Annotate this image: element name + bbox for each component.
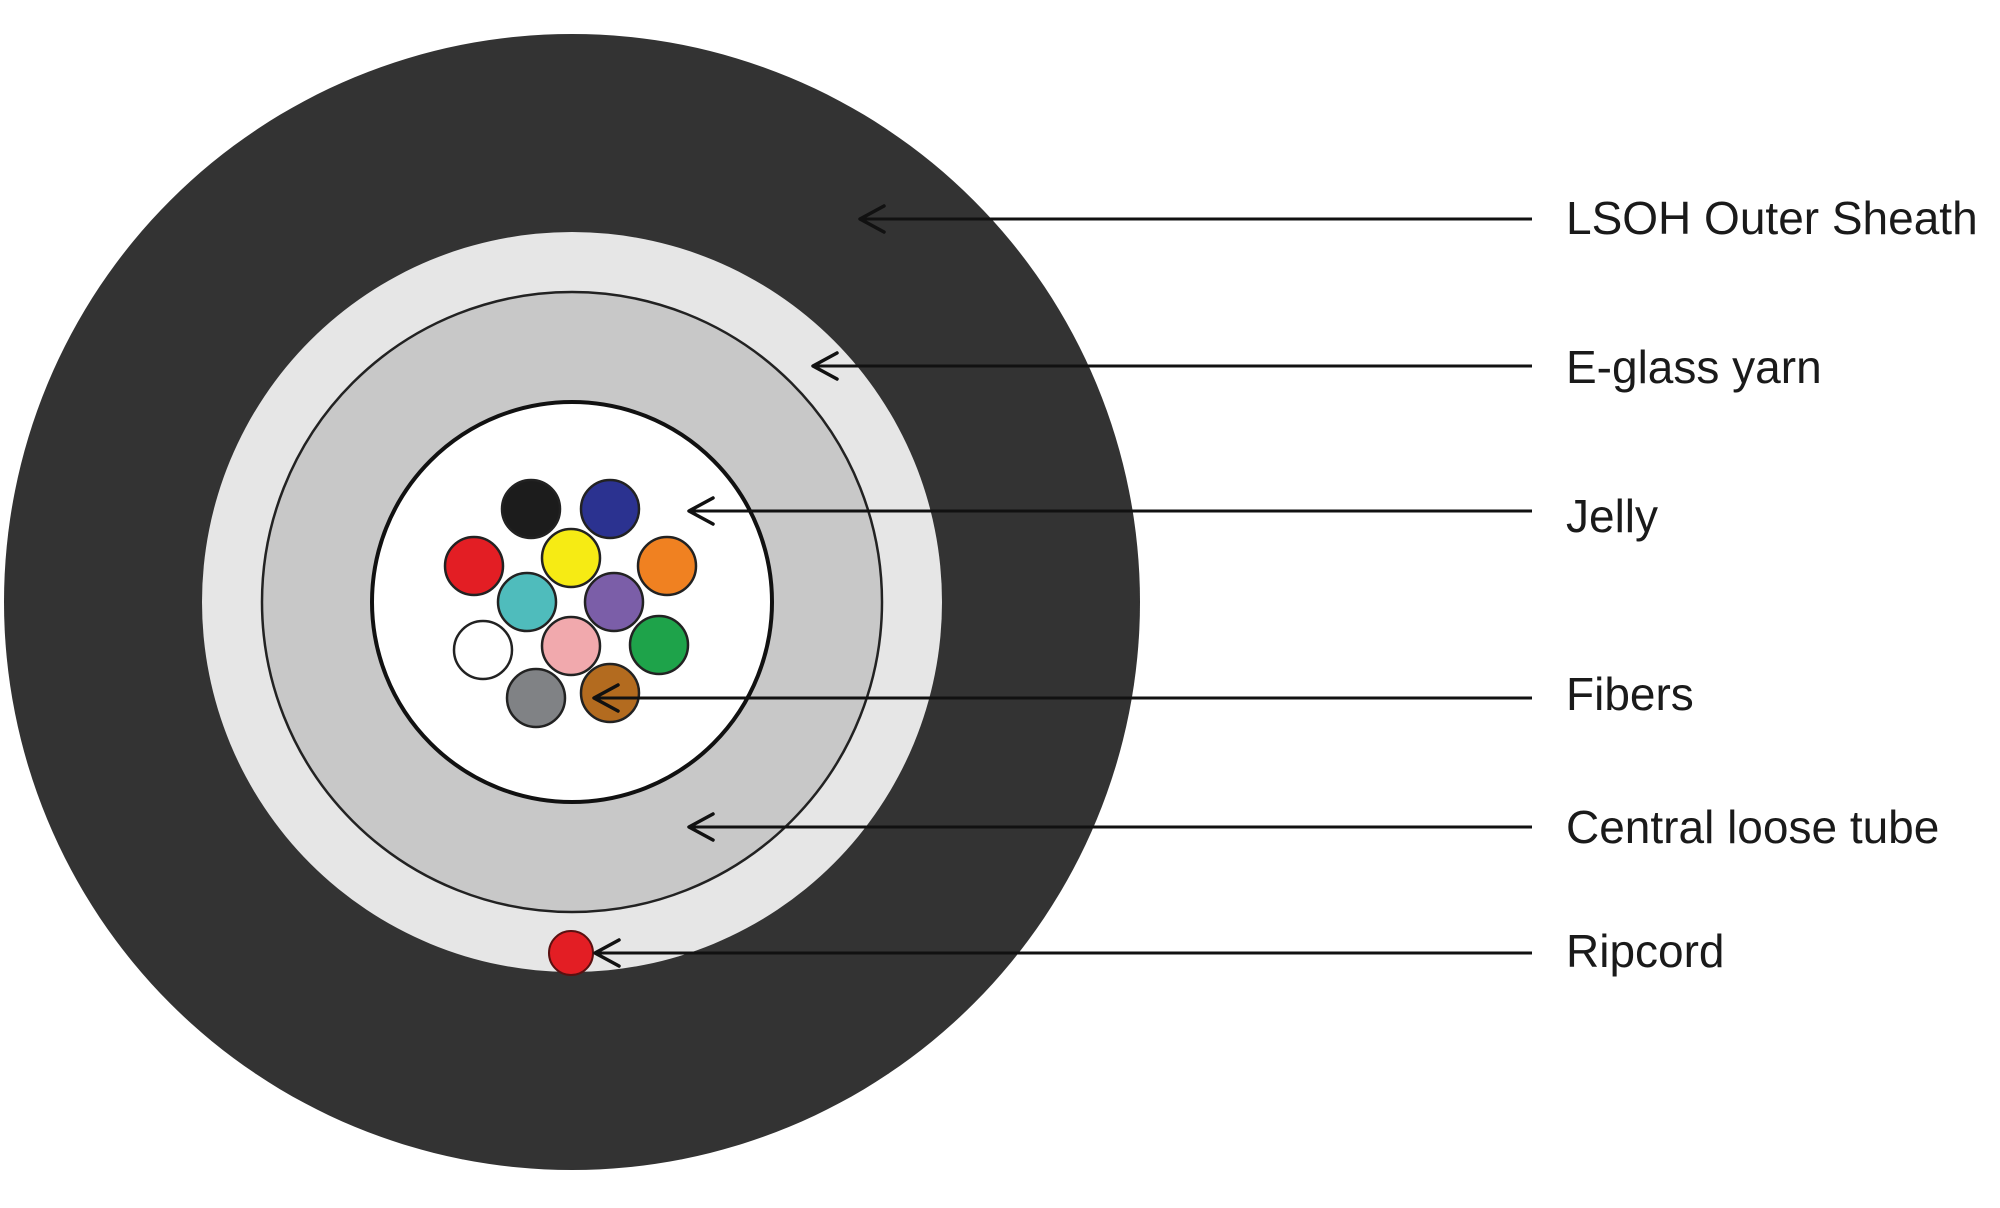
arrowhead-fibers [592, 683, 620, 713]
brown-fiber [579, 662, 641, 724]
arrowhead-e-glass-yarn [811, 351, 839, 381]
yellow-fiber [540, 527, 602, 589]
aqua-fiber [496, 571, 558, 633]
ripcord-marker [548, 930, 594, 976]
label-fibers: Fibers [1566, 668, 1694, 720]
blue-fiber [579, 478, 641, 540]
callout-ripcord: Ripcord [593, 925, 1725, 977]
label-outer-sheath: LSOH Outer Sheath [1566, 192, 1978, 244]
callout-fibers: Fibers [592, 668, 1694, 720]
rose-fiber [540, 615, 602, 677]
orange-fiber [636, 535, 698, 597]
label-ripcord: Ripcord [1566, 925, 1725, 977]
callout-jelly: Jelly [687, 490, 1658, 542]
jelly-layer [370, 400, 774, 804]
arrowhead-ripcord [593, 938, 621, 968]
green-fiber [628, 614, 690, 676]
callouts-group: LSOH Outer Sheath E-glass yarn Jelly Fib… [592, 192, 1978, 977]
arrowhead-jelly [687, 496, 715, 526]
label-central-loose-tube: Central loose tube [1566, 801, 1939, 853]
violet-fiber [583, 571, 645, 633]
arrowhead-central-loose-tube [687, 812, 715, 842]
arrowhead-outer-sheath [858, 204, 886, 234]
label-e-glass-yarn: E-glass yarn [1566, 341, 1822, 393]
black-fiber [500, 478, 562, 540]
white-fiber [452, 619, 514, 681]
callout-e-glass-yarn: E-glass yarn [811, 341, 1822, 393]
slate-fiber [505, 667, 567, 729]
label-jelly: Jelly [1566, 490, 1658, 542]
callout-outer-sheath: LSOH Outer Sheath [858, 192, 1978, 244]
fibers-group [443, 478, 698, 729]
callout-central-loose-tube: Central loose tube [687, 801, 1939, 853]
red-fiber [443, 535, 505, 597]
